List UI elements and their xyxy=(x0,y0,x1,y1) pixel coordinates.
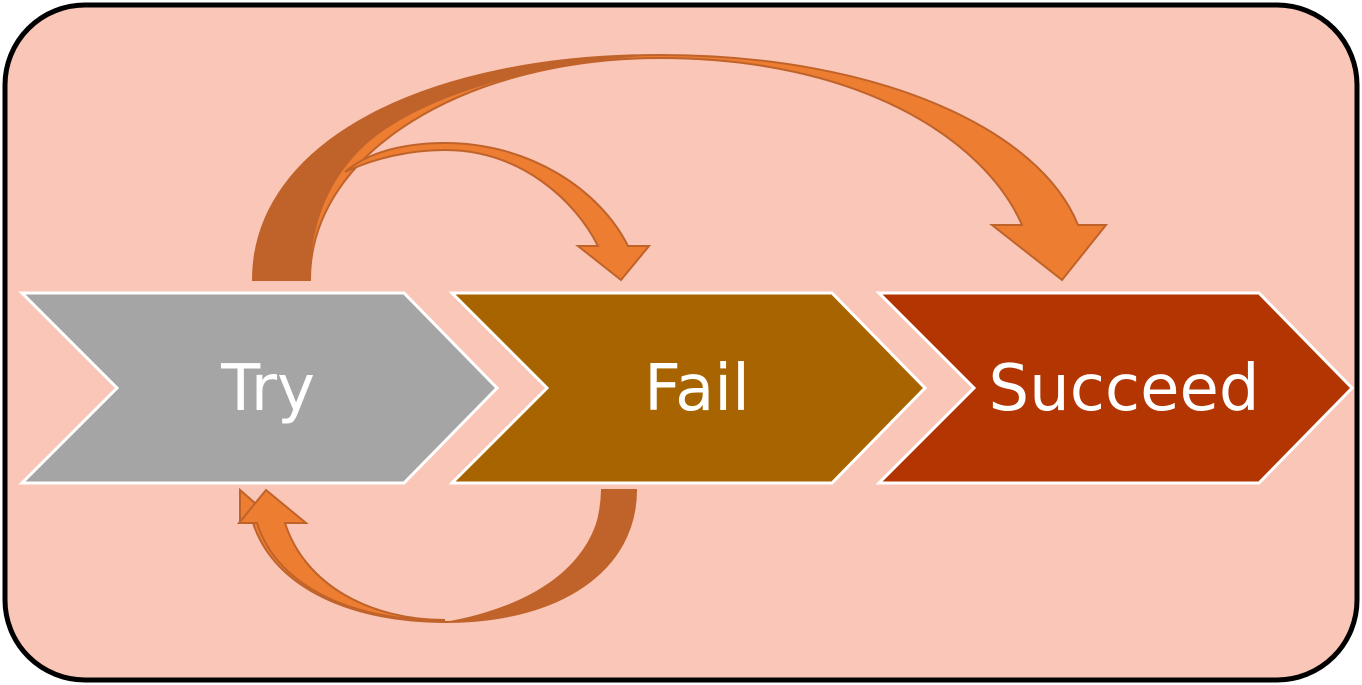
chevron-fail-label: Fail xyxy=(644,352,750,426)
chevron-fail: Fail xyxy=(448,291,928,485)
arrow-try-to-fail xyxy=(344,141,652,282)
chevron-succeed-label: Succeed xyxy=(989,352,1260,426)
chevron-succeed: Succeed xyxy=(875,291,1355,485)
chevron-fail-shape xyxy=(448,291,928,485)
chevron-try-shape xyxy=(18,291,500,485)
arrow-fail-to-try-head xyxy=(236,488,446,622)
arrow-fail-to-try-shadow xyxy=(445,490,636,622)
chevron-try: Try xyxy=(18,291,500,485)
chevron-succeed-shape xyxy=(875,291,1355,485)
chevron-try-label: Try xyxy=(220,352,315,426)
arrow-try-to-succeed-shadow xyxy=(253,55,660,280)
